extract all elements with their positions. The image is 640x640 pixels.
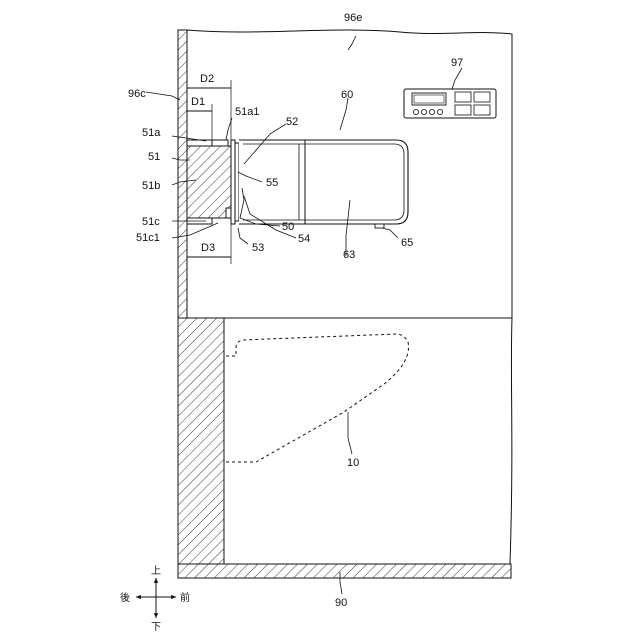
toilet-outline-10	[226, 334, 409, 462]
label-51b: 51b	[142, 180, 160, 192]
floor-slab	[178, 564, 511, 578]
label-wall-top: 96e	[344, 12, 362, 24]
label-panel: 97	[451, 57, 463, 69]
label-unit: 60	[341, 89, 353, 101]
label-d2: D2	[200, 73, 214, 85]
label-54: 54	[298, 233, 310, 245]
unit-body-60	[239, 140, 408, 228]
compass-front: 前	[180, 591, 190, 604]
label-65: 65	[401, 237, 413, 249]
label-d1: D1	[191, 96, 205, 108]
label-52: 52	[286, 116, 298, 128]
label-53: 53	[252, 242, 264, 254]
label-floor: 90	[335, 597, 347, 609]
rear-wall-lower	[178, 318, 224, 564]
label-55: 55	[266, 177, 278, 189]
label-51a: 51a	[142, 127, 161, 139]
mounting-plate	[231, 140, 239, 224]
compass-down: 下	[151, 622, 161, 633]
bracket-51	[187, 140, 232, 224]
label-63: 63	[343, 249, 355, 261]
label-d3: D3	[201, 242, 215, 254]
label-50: 50	[282, 221, 294, 233]
label-toilet: 10	[347, 457, 359, 469]
compass-back: 後	[120, 591, 130, 604]
panel-button-1	[413, 109, 418, 114]
remote-control-panel	[404, 89, 496, 118]
label-wall-side: 96c	[128, 88, 146, 100]
room-right-edge	[510, 318, 512, 564]
label-51a1: 51a1	[235, 106, 259, 118]
panel-button-4	[437, 109, 442, 114]
panel-button-3	[429, 109, 434, 114]
direction-compass	[136, 578, 176, 618]
sensor-65	[375, 224, 384, 228]
label-51: 51	[148, 151, 160, 163]
compass-up: 上	[151, 565, 161, 577]
label-51c1: 51c1	[136, 232, 160, 244]
label-51c: 51c	[142, 216, 160, 228]
rear-wall-upper	[178, 30, 187, 318]
panel-button-2	[421, 109, 426, 114]
